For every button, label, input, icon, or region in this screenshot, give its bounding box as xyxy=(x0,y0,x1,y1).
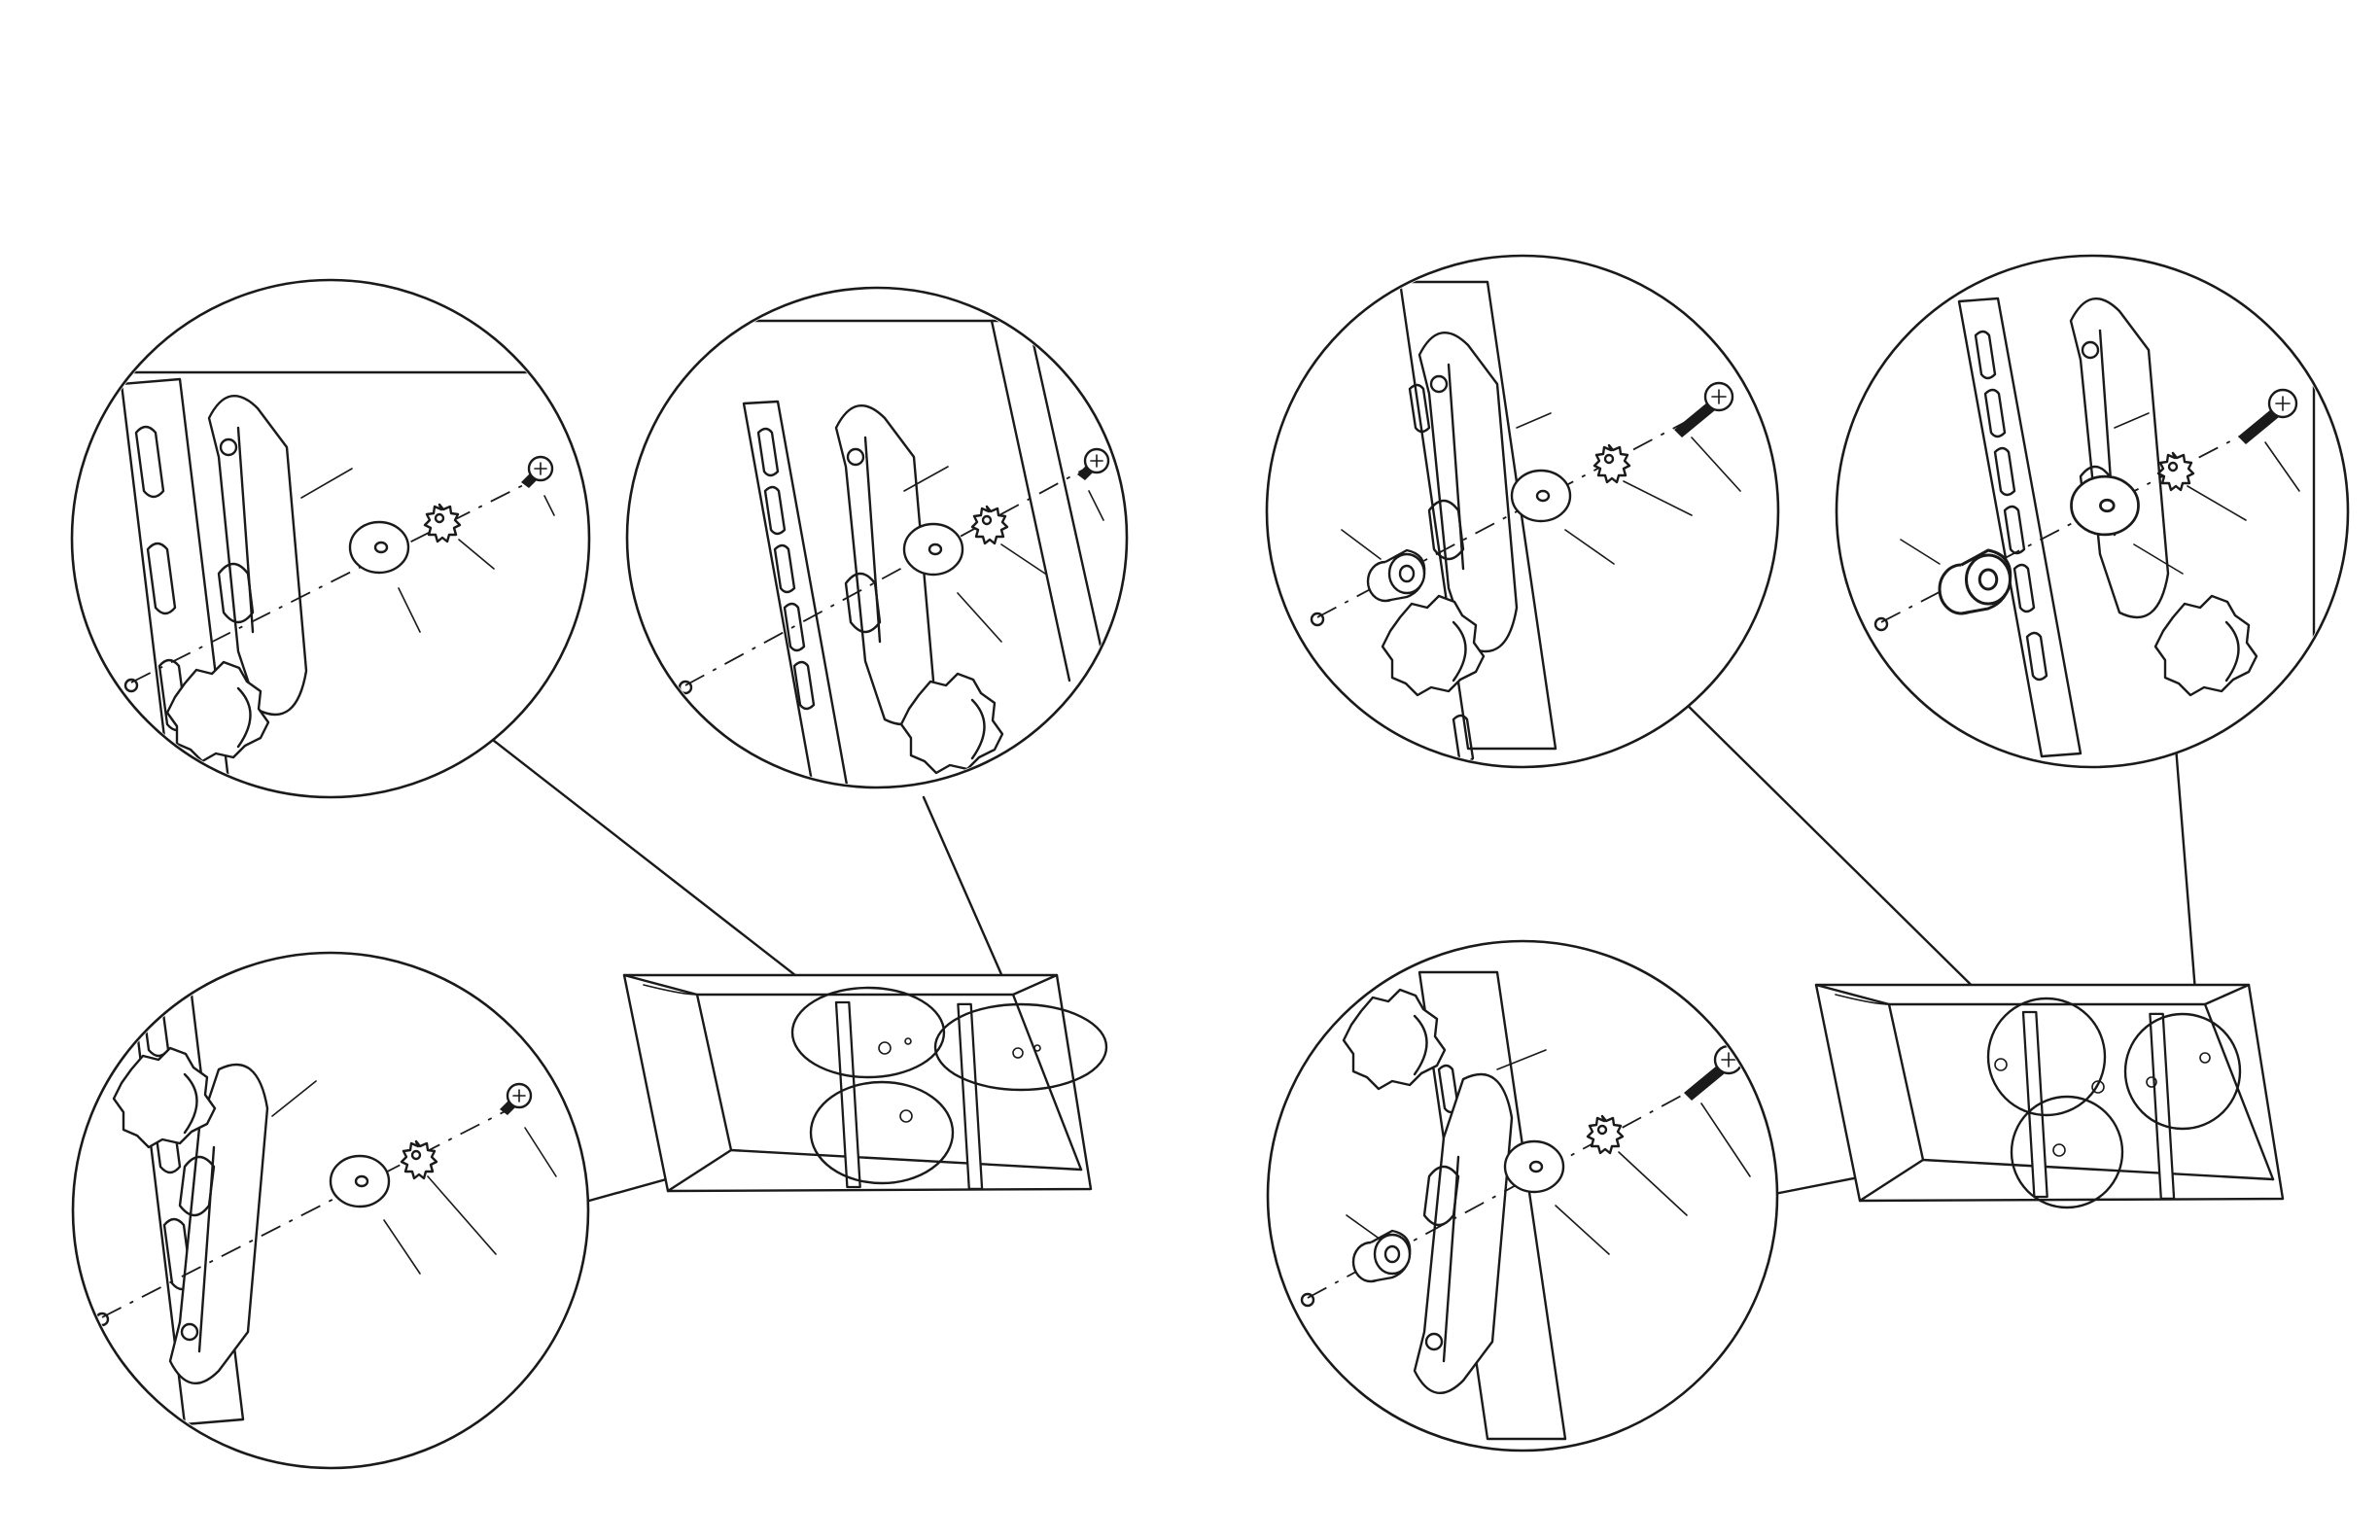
leader-line-top-right xyxy=(924,797,1011,997)
tv-overview-left xyxy=(624,975,1091,1191)
leader-line-top-left xyxy=(480,730,826,999)
detail-circle-5 xyxy=(1837,256,2348,767)
tv-overview-right xyxy=(1816,985,2283,1201)
detail-circle-4 xyxy=(1267,256,1778,767)
detail-circle-2 xyxy=(622,288,1127,862)
left-panel xyxy=(72,280,1127,1468)
right-panel xyxy=(1267,256,2348,1451)
detail-circle-6 xyxy=(1268,941,1777,1451)
leader-line-top-left-r xyxy=(1672,690,2012,1026)
leader-line-top-right-r xyxy=(2173,710,2197,1016)
detail-circle-3 xyxy=(73,938,588,1468)
detail-circle-1 xyxy=(72,280,603,865)
